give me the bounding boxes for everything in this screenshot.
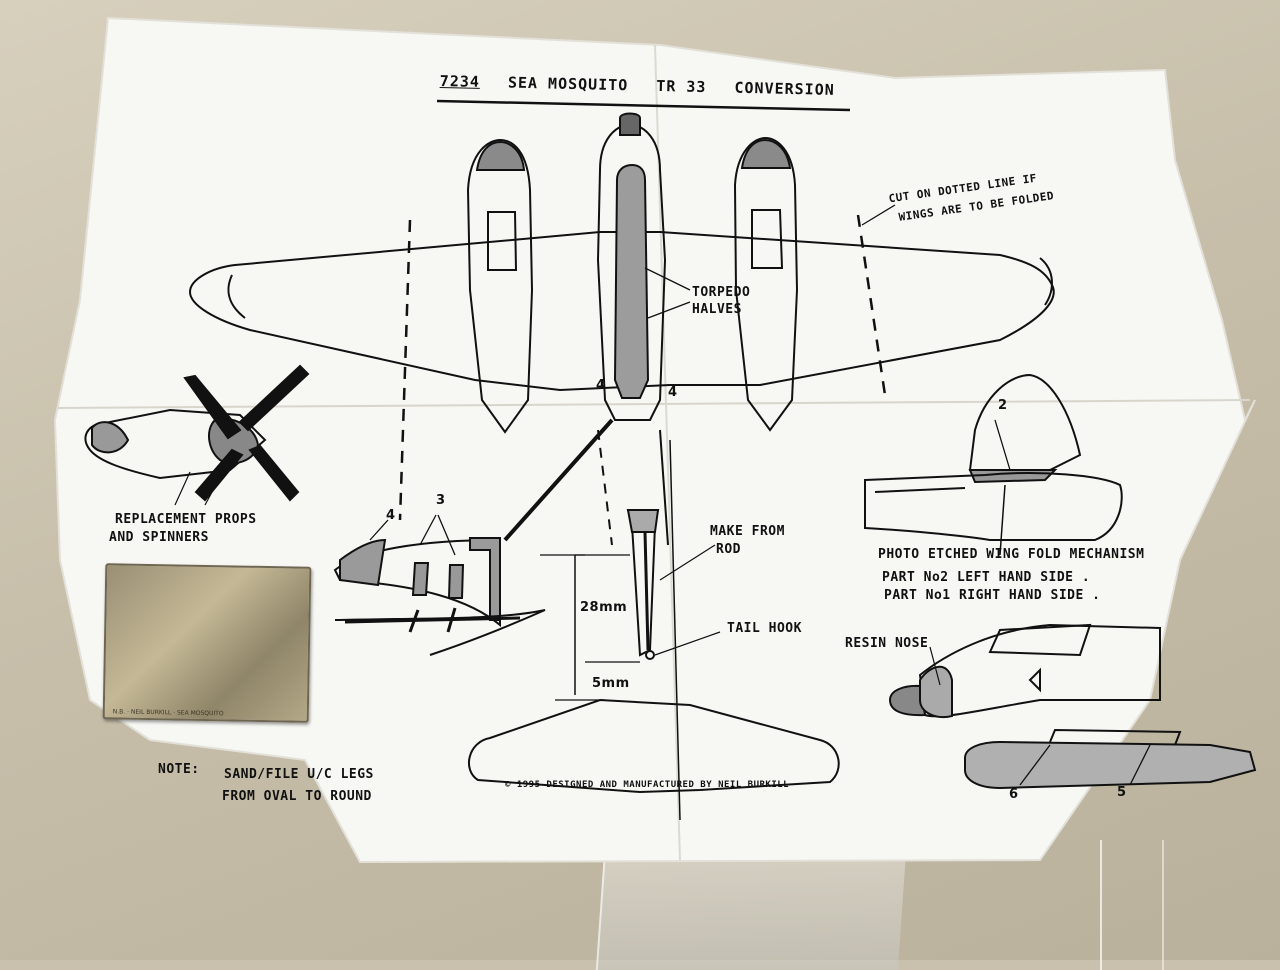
torpedo-side	[964, 740, 1257, 790]
torpedo-detail	[333, 514, 546, 656]
torpedo-label-line1: TORPEDO	[692, 285, 751, 300]
right-nacelle	[733, 136, 799, 432]
props-label-line2: AND SPINNERS	[109, 530, 209, 545]
torpedo-label-line2: HALVES	[692, 302, 742, 317]
part-1-label: PART No1 RIGHT HAND SIDE .	[884, 588, 1101, 603]
callout-2-fold: 2	[998, 398, 1008, 413]
title-word: CONVERSION	[734, 78, 835, 99]
tail-hook-diagram	[540, 509, 721, 701]
wing-fold-label: PHOTO ETCHED WING FOLD MECHANISM	[878, 547, 1145, 562]
fuselage	[596, 123, 667, 421]
part-2-label: PART No2 LEFT HAND SIDE .	[882, 570, 1091, 585]
props-label-line1: REPLACEMENT PROPS	[115, 512, 257, 527]
dimension-28mm: 28mm	[580, 600, 628, 615]
kit-number: 7234	[439, 72, 481, 91]
callout-4-detail: 4	[386, 508, 396, 523]
note-heading: NOTE:	[158, 762, 200, 777]
propeller-sketch	[84, 364, 310, 506]
make-from-line2: ROD	[716, 542, 741, 557]
fret-label: N.B. · NEIL BURKILL · SEA MOSQUITO	[112, 708, 224, 718]
make-from-line1: MAKE FROM	[710, 524, 785, 539]
note-line2: FROM OVAL TO ROUND	[222, 789, 372, 804]
callout-5-torpedo: 5	[1117, 785, 1127, 800]
tailplane	[468, 698, 840, 794]
photo-etch-fret: N.B. · NEIL BURKILL · SEA MOSQUITO	[102, 563, 312, 723]
callout-6-torpedo: 6	[1009, 787, 1019, 802]
copyright-line: © 1995 DESIGNED AND MANUFACTURED BY NEIL…	[505, 780, 790, 790]
plastic-bag-edge	[1100, 840, 1164, 970]
dimension-5mm: 5mm	[592, 676, 630, 691]
wing-fold-diagram	[864, 373, 1123, 556]
aircraft-top-view	[188, 112, 1055, 821]
torpedo-top	[613, 163, 650, 399]
fold-vertical	[654, 44, 681, 861]
callout-4-left: 4	[596, 378, 606, 393]
title-underline	[436, 99, 851, 112]
tail-hook-label: TAIL HOOK	[727, 621, 802, 636]
left-nacelle	[466, 138, 534, 434]
wing-outline	[188, 231, 1055, 392]
callout-3-detail: 3	[436, 493, 446, 508]
note-line1: SAND/FILE U/C LEGS	[224, 767, 374, 782]
aircraft-name: SEA MOSQUITO	[507, 73, 629, 95]
callout-4-right: 4	[668, 385, 678, 400]
resin-nose-diagram	[888, 623, 1257, 790]
aircraft-variant: TR 33	[656, 76, 707, 97]
resin-nose-label: RESIN NOSE	[845, 636, 929, 651]
detail-arrow	[503, 418, 614, 542]
